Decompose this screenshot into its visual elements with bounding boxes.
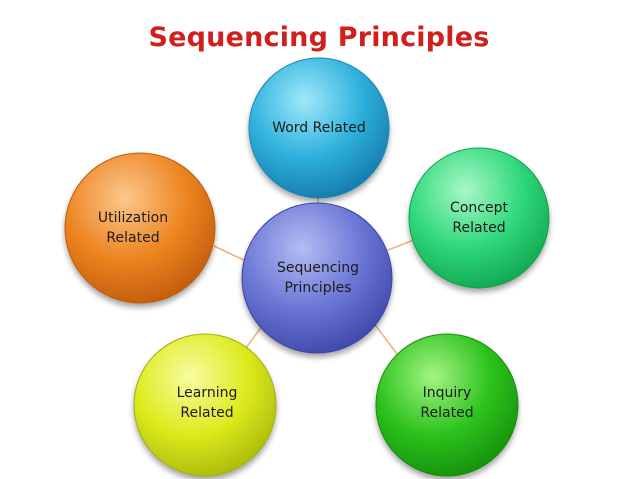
node-inquiry-label: Inquiry Related — [420, 385, 474, 421]
node-learning-label: Learning Related — [176, 385, 238, 421]
node-center-label: Sequencing Principles — [276, 260, 360, 296]
node-learning-circle — [133, 333, 277, 477]
node-word-label: Word Related — [272, 120, 366, 136]
node-concept-circle — [408, 147, 550, 289]
connector-concept — [387, 239, 415, 251]
diagram-title: Sequencing Principles — [148, 22, 490, 53]
node-word-circle — [248, 57, 390, 199]
node-utilization-label: Utilization Related — [97, 210, 169, 246]
node-inquiry-circle — [375, 333, 519, 477]
node-concept-label: Concept Related — [450, 200, 508, 236]
connector-utilization — [213, 245, 249, 263]
node-center-circle — [241, 202, 393, 354]
node-utilization-circle — [64, 152, 216, 304]
